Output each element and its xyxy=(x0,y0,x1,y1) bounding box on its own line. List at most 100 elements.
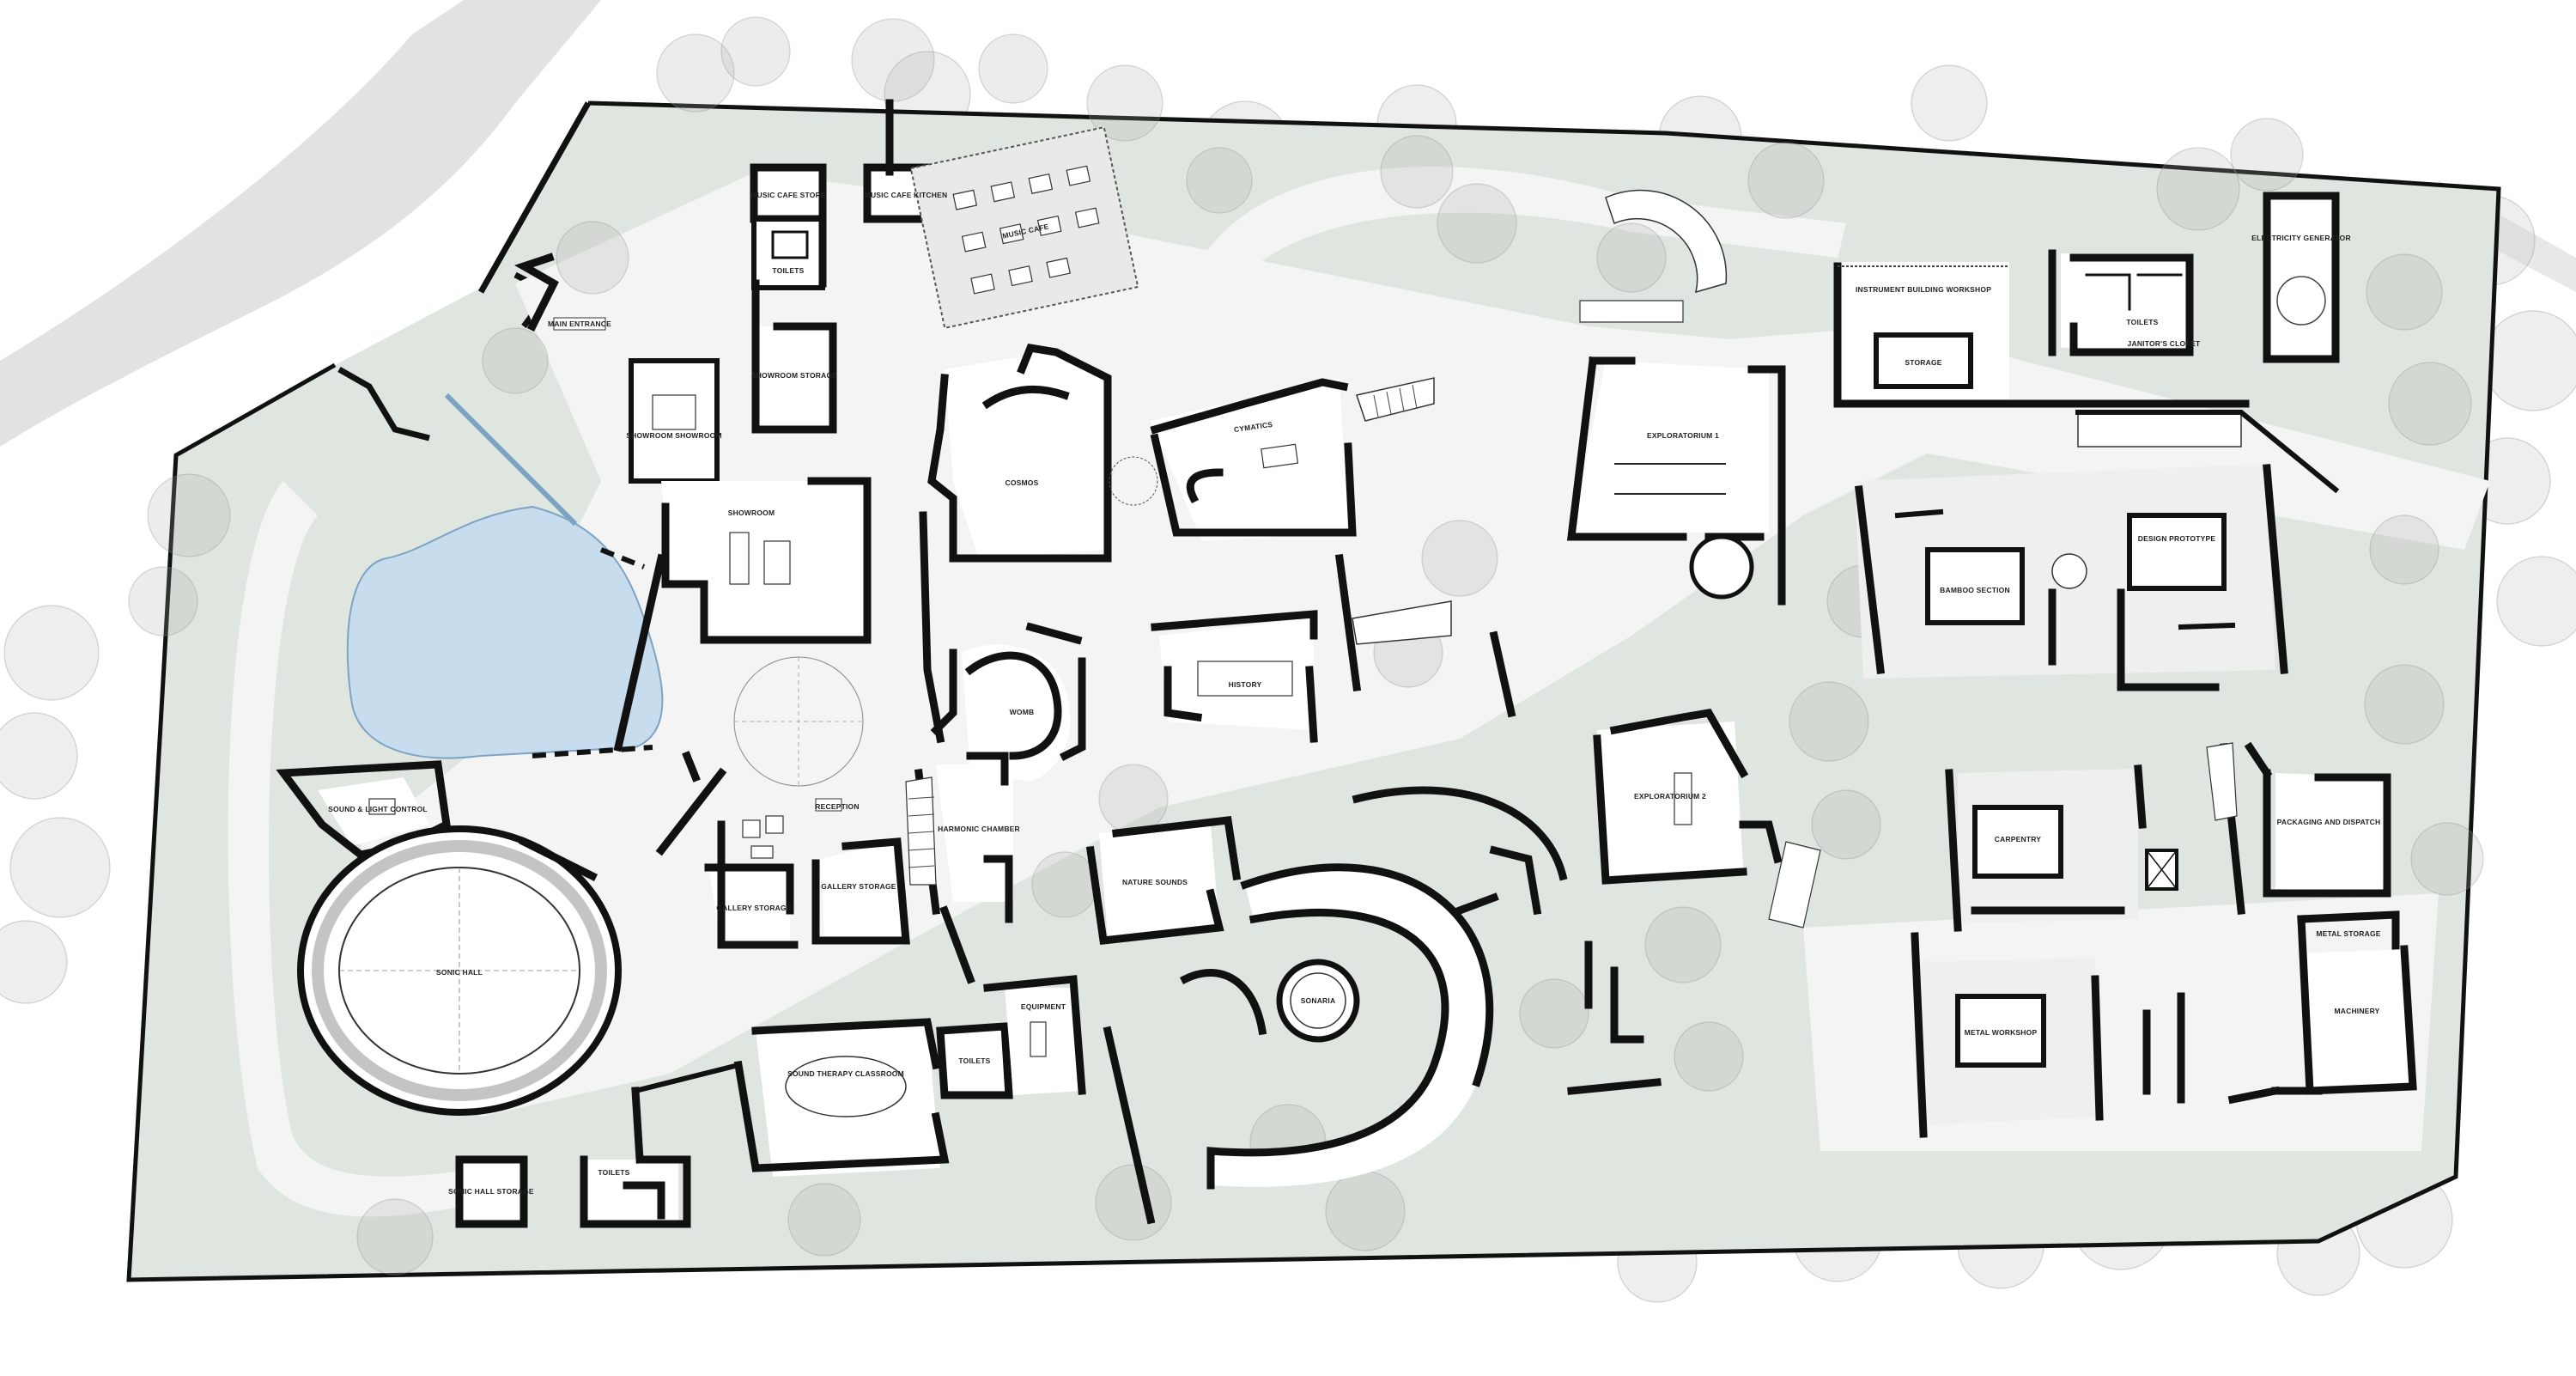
carpentry-block xyxy=(1945,764,2178,932)
wall-west-4 xyxy=(919,511,945,744)
harmonic-stairs-treads xyxy=(908,796,935,868)
ramp-surface xyxy=(2077,411,2242,448)
ramp-wall xyxy=(2075,410,2340,494)
showroom-display-1 xyxy=(729,532,750,585)
north-stairs xyxy=(1352,377,1452,645)
pavilion-walls-mid xyxy=(2048,588,2220,691)
label-machinery: MACHINERY xyxy=(2335,1007,2380,1015)
showroom-walls xyxy=(661,477,872,644)
label-harmonic-chamber: HARMONIC CHAMBER xyxy=(938,825,1020,833)
stair-treads-1 xyxy=(1373,384,1418,417)
packaging-block xyxy=(2206,741,2391,915)
womb-block xyxy=(930,622,1086,782)
harmonic-stairs xyxy=(905,776,937,886)
packaging-room xyxy=(2275,773,2387,893)
harmonic-chamber-room xyxy=(936,764,1013,902)
label-showroom-showroom: SHOWROOM SHOWROOM xyxy=(626,431,722,440)
machinery-walls xyxy=(2271,915,2417,1095)
entrance-sign xyxy=(553,317,606,331)
west-loop-path xyxy=(228,481,481,1217)
wall-seg-1 xyxy=(1489,845,1542,916)
toilets-mid-walls xyxy=(936,1022,1013,1099)
history-exhibit xyxy=(1197,661,1293,697)
site-boundary-line xyxy=(126,100,2501,1282)
label-toilets-cafe: TOILETS xyxy=(772,266,804,275)
label-music-cafe-store: MUSIC CAFE STORE xyxy=(750,191,826,199)
workshop-block xyxy=(1833,262,2250,408)
exploratorium-2-exhibit xyxy=(1674,772,1692,825)
toilets-ne-room xyxy=(2061,253,2190,348)
music-cafe-store-room xyxy=(754,167,823,219)
cosmos-walls xyxy=(927,343,1112,563)
exploratorium-2-room xyxy=(1597,721,1743,876)
history-walls xyxy=(1151,610,1318,743)
wall-seg-5 xyxy=(1489,630,1516,718)
bamboo-section-room xyxy=(1928,550,2022,623)
exploratorium-2-walls xyxy=(1593,709,1783,885)
curved-band xyxy=(1211,867,1490,1187)
cymatics-block xyxy=(1150,378,1357,541)
design-prototype-walls xyxy=(2127,513,2227,591)
label-nature-sounds: NATURE SOUNDS xyxy=(1122,878,1188,886)
curved-wall-north xyxy=(1352,786,1568,881)
storage-walls xyxy=(1874,332,1973,389)
ne-ramp xyxy=(2075,410,2340,494)
label-equipment: EQUIPMENT xyxy=(1021,1002,1066,1011)
sonic-hall-openings xyxy=(518,836,598,882)
plaza-axes xyxy=(734,657,863,786)
exploratorium-1-drum xyxy=(1689,534,1754,600)
label-bamboo-section: BAMBOO SECTION xyxy=(1940,586,2010,594)
cosmos-room xyxy=(945,352,1108,558)
toilets-mid-room xyxy=(945,1031,1005,1091)
gallery-storage-2-walls xyxy=(811,837,910,945)
equipment-walls xyxy=(983,975,1156,1225)
nature-sounds-room xyxy=(1099,825,1219,936)
metal-storage-walls xyxy=(2297,910,2400,958)
exploratorium-1-benches xyxy=(1614,463,1726,495)
label-cosmos: COSMOS xyxy=(1005,478,1039,487)
workshop-walls xyxy=(1833,262,2250,408)
carpentry-walls xyxy=(1945,764,2147,932)
wall-seg-3 xyxy=(1567,1078,1662,1095)
label-main-entrance: MAIN ENTRANCE xyxy=(548,320,611,328)
label-electricity-generator: ELECTRICITY GENERATOR xyxy=(2251,234,2351,242)
label-gallery-storage: GALLERY STORAGE xyxy=(716,904,792,912)
sonic-hall-storage-walls xyxy=(455,1155,528,1228)
generator-unit xyxy=(2276,276,2326,326)
metal-workshop-room-walls xyxy=(1955,994,2046,1068)
pavilion-walls-east xyxy=(2263,464,2288,674)
label-packaging-dispatch: PACKAGING AND DISPATCH xyxy=(2277,818,2381,826)
sonic-hall-stage-lines xyxy=(339,868,580,1074)
label-storage: STORAGE xyxy=(1905,358,1941,367)
scattered-walls-center xyxy=(1455,630,1662,1095)
womb-walls xyxy=(930,622,1086,762)
label-metal-storage: METAL STORAGE xyxy=(2316,929,2380,938)
exploratorium-2-stairs xyxy=(1768,841,1821,928)
nature-sounds-walls xyxy=(1085,816,1242,945)
exploratorium-1-block xyxy=(1566,356,1786,606)
showroom-storage-walls xyxy=(751,279,837,434)
bamboo-section-walls xyxy=(1925,547,2025,625)
label-womb: WOMB xyxy=(1010,708,1035,716)
entrance-wall xyxy=(514,253,559,332)
cymatics-walls xyxy=(1150,378,1357,537)
label-exploratorium-1: EXPLORATORIUM 1 xyxy=(1647,431,1719,440)
spiral-stair xyxy=(2051,553,2087,589)
label-sonaria: SONARIA xyxy=(1301,996,1336,1005)
sound-therapy-room xyxy=(756,1022,940,1177)
label-carpentry: CARPENTRY xyxy=(1995,835,2042,843)
wall-central-1 xyxy=(939,905,975,984)
cymatics-table xyxy=(1261,443,1299,469)
access-road xyxy=(0,0,601,447)
wall-seg-4 xyxy=(1455,892,1499,916)
amphitheatre-rings xyxy=(1605,189,1728,294)
cosmos-orbit xyxy=(1109,456,1158,506)
label-gallery-storage-2: GALLERY STORAGE xyxy=(821,882,896,891)
label-showroom: SHOWROOM xyxy=(728,508,775,517)
curved-band-outer xyxy=(1240,863,1494,1087)
label-metal-workshop: METAL WORKSHOP xyxy=(1965,1028,2038,1037)
sound-therapy-walls xyxy=(733,1018,950,1172)
label-exploratorium-2: EXPLORATORIUM 2 xyxy=(1634,792,1706,801)
curved-band-inner xyxy=(1206,909,1449,1190)
